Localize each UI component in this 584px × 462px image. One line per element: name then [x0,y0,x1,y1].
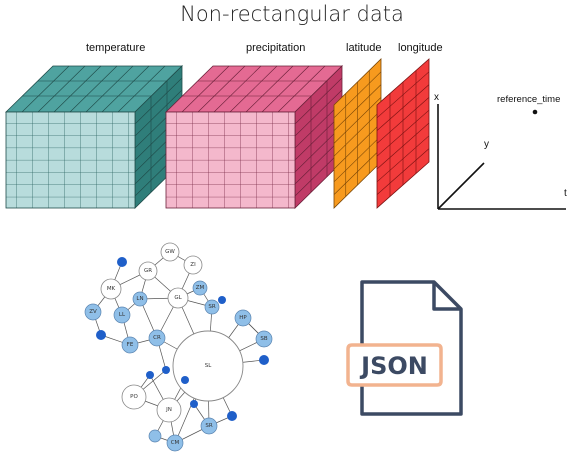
json-icon-label: JSON [359,352,428,380]
graph-node-zv-label: ZV [89,309,97,315]
network-graph: SL GW GR ZI MK GL PO JN LN ZM ZV LL SR H… [84,242,273,452]
temperature-cube [5,65,183,209]
graph-node-ln [132,291,148,307]
graph-node-sl-label: SL [205,363,212,369]
page-title: Non-rectangular data [180,2,404,26]
graph-node-sr [204,299,220,315]
graph-node-sb-label: SB [260,336,267,342]
temperature-label: temperature [86,42,146,54]
graph-node-zi-label: ZI [190,262,196,268]
graph-node-ln-label: LN [136,296,143,302]
graph-node-cm [166,434,184,452]
latitude-plane [333,58,382,209]
graph-node-fe [121,336,139,354]
graph-node-sl [172,330,244,402]
graph-node-gr [138,261,158,281]
graph-node-gw [160,242,180,262]
coordinate-axes [437,104,566,210]
graph-node-gw-label: GW [165,249,175,255]
graph-node-po [121,384,147,410]
graph-node-zv [84,303,102,321]
graph-node-zi [183,255,203,275]
graph-node-cm-label: CM [171,440,180,446]
graph-node-ll [113,306,131,324]
y-axis [437,162,485,210]
graph-node-dark-7 [190,400,198,408]
graph-node-zm [192,280,208,296]
reference-time-point [532,109,538,115]
latitude-label: latitude [346,42,382,54]
graph-node-dark-5 [146,371,154,379]
graph-node-mk [100,278,122,300]
graph-node-hp [234,309,252,327]
graph-node-sr-2 [200,417,218,435]
graph-node-ll-label: LL [119,312,126,318]
graph-node-cr [148,329,166,347]
json-file-icon: JSON [346,280,463,416]
graph-node-sr-2-label: SR [205,423,212,429]
y-axis-label: y [484,139,489,150]
graph-node-dark-4 [162,366,170,374]
graph-node-zm-label: ZM [196,285,205,291]
graph-node-po-label: PO [130,394,138,400]
x-axis-label: x [434,92,439,103]
graph-node-dark-8 [227,411,237,421]
graph-node-cr-label: CR [153,335,161,341]
longitude-plane [376,58,430,209]
graph-node-small-1 [148,429,162,443]
graph-node-dark-6 [181,376,189,384]
graph-node-dark-3 [259,355,269,365]
t-axis-label: t [564,188,567,199]
graph-node-dark-2 [96,330,106,340]
graph-node-mk-label: MK [107,286,116,292]
graph-node-sr-label: SR [208,304,215,310]
graph-node-dark-1 [117,257,127,267]
graph-node-fe-label: FE [127,342,134,348]
graph-node-jn [156,397,182,423]
graph-node-dark-9 [218,296,226,304]
graph-node-gr-label: GR [144,268,152,274]
graph-node-hp-label: HP [239,315,247,321]
graph-node-jn-label: JN [165,407,172,413]
graph-node-sb [255,330,273,348]
precipitation-cube [165,65,343,209]
reference-time-label: reference_time [497,94,560,105]
longitude-label: longitude [398,42,443,54]
precipitation-label: precipitation [246,42,306,54]
graph-node-gl-label: GL [174,295,182,301]
graph-node-gl [167,287,189,309]
